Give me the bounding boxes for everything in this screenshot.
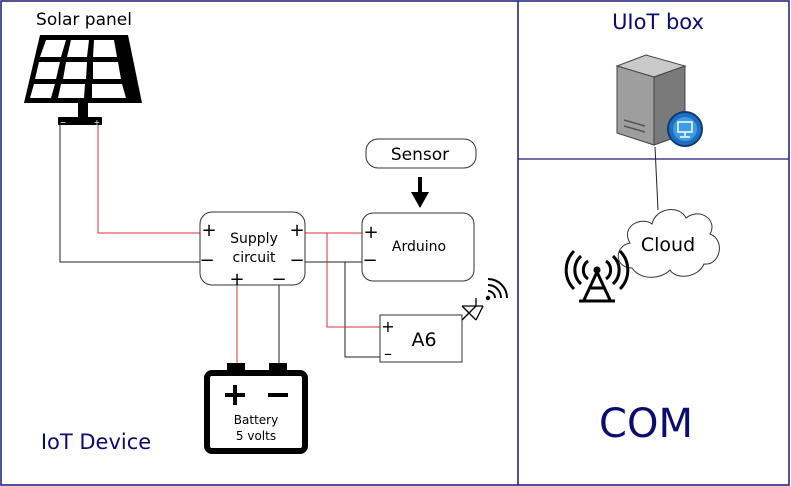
sensor-label: Sensor	[391, 145, 449, 165]
positive-wires	[97, 125, 380, 365]
uiot-box-title: UIoT box	[612, 10, 704, 34]
arduino-box	[361, 212, 475, 282]
solar-minus-terminal: −	[60, 118, 67, 127]
cell-tower-icon	[564, 249, 630, 303]
a6-label: A6	[411, 329, 436, 351]
supply-out-plus: +	[289, 220, 304, 241]
arduino-minus: −	[362, 250, 377, 271]
a6-box	[379, 314, 463, 363]
supply-circuit-label-line2: circuit	[233, 250, 276, 266]
a6-minus: –	[384, 344, 392, 363]
a6-plus: +	[381, 317, 394, 336]
supply-circuit-label-line1: Supply	[230, 231, 278, 247]
supply-batt-minus: −	[271, 269, 286, 290]
antenna-icon	[461, 298, 484, 321]
battery-label-line2: 5 volts	[236, 429, 276, 443]
solar-panel-icon	[24, 35, 142, 125]
supply-in-minus: −	[199, 250, 214, 271]
iot-device-title: IoT Device	[41, 430, 151, 454]
com-title: COM	[599, 401, 693, 447]
battery-label-line1: Battery	[234, 413, 278, 427]
battery-icon	[204, 363, 308, 454]
supply-out-minus: −	[289, 250, 304, 271]
cloud-shape	[617, 209, 720, 278]
supply-circuit-box	[199, 211, 306, 286]
down-arrow-icon	[411, 177, 429, 208]
cloud-label: Cloud	[641, 234, 695, 256]
solar-plus-terminal: +	[94, 118, 101, 127]
arduino-label: Arduino	[392, 239, 446, 255]
server-icon	[615, 54, 703, 147]
sensor-box	[365, 138, 477, 169]
supply-in-plus: +	[201, 220, 216, 241]
wireless-signal-icon	[485, 278, 508, 301]
arduino-plus: +	[363, 222, 378, 243]
solar-panel-label: Solar panel	[36, 10, 132, 30]
supply-batt-plus: +	[229, 269, 244, 290]
negative-wires	[59, 125, 659, 365]
